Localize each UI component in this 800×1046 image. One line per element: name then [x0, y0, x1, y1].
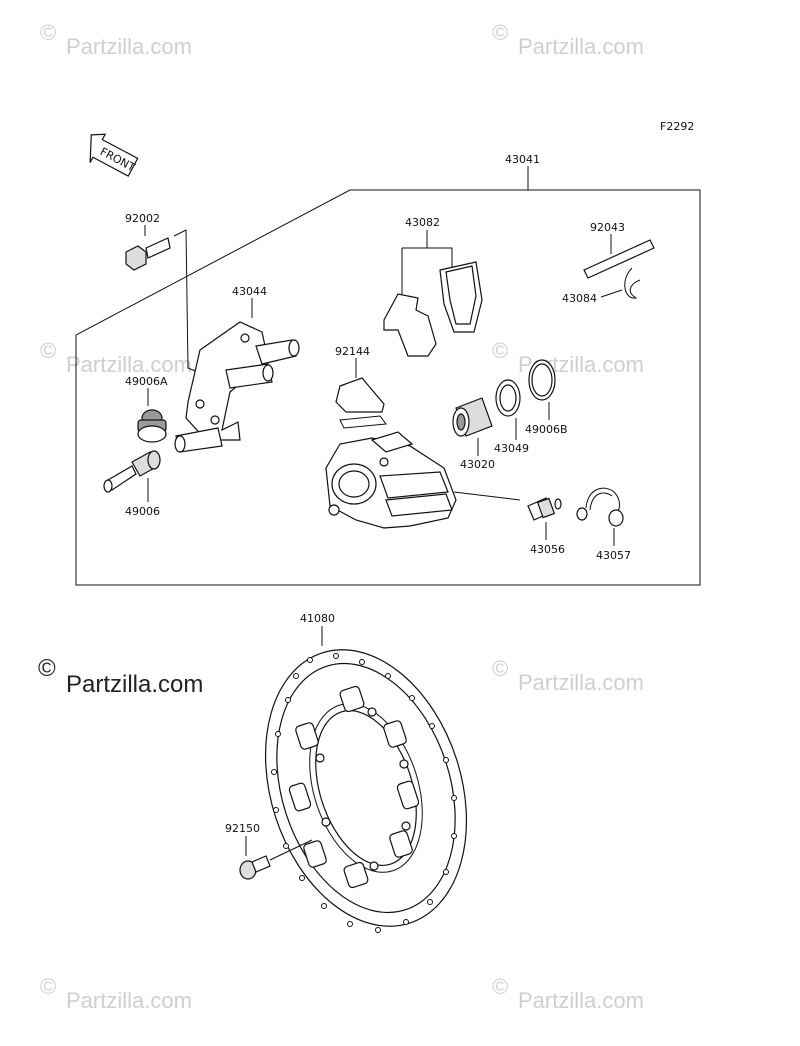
brake-disc-41080: [264, 649, 468, 933]
watermark-main: © Partzilla.com: [38, 655, 203, 698]
pad-spring-92144: [335, 377, 387, 429]
front-arrow-icon: FRONT: [89, 133, 139, 177]
pin-49006: [103, 450, 161, 493]
label-92144: 92144: [335, 345, 370, 358]
bolt-92002: [125, 237, 171, 271]
svg-text:Partzilla.com: Partzilla.com: [66, 34, 192, 59]
assembly-outline: [75, 189, 701, 586]
watermark-bottom-right: © Partzilla.com: [492, 974, 644, 1013]
figure-code: F2292: [660, 120, 694, 133]
boot-49006A: [137, 409, 167, 443]
label-92150: 92150: [225, 822, 260, 835]
label-43082: 43082: [405, 216, 440, 229]
bleed-valve-43056: [527, 497, 562, 521]
svg-text:Partzilla.com: Partzilla.com: [66, 671, 203, 698]
label-43056: 43056: [530, 543, 565, 556]
label-41080: 41080: [300, 612, 335, 625]
svg-text:Partzilla.com: Partzilla.com: [66, 988, 192, 1013]
bleed-cap-43057: [576, 487, 624, 527]
svg-text:Partzilla.com: Partzilla.com: [518, 670, 644, 695]
svg-text:©: ©: [40, 20, 56, 45]
label-49006: 49006: [125, 505, 160, 518]
watermark-lower-right: © Partzilla.com: [492, 656, 644, 695]
caliper-body: [325, 431, 457, 529]
brake-pads-43082: [383, 261, 483, 357]
watermark-mid-left: © Partzilla.com: [40, 338, 192, 377]
label-43041: 43041: [505, 153, 540, 166]
svg-text:©: ©: [40, 974, 56, 999]
label-92002: 92002: [125, 212, 160, 225]
watermark-top-left: © Partzilla.com: [40, 20, 192, 59]
svg-text:©: ©: [492, 338, 508, 363]
label-43084: 43084: [562, 292, 597, 305]
svg-text:©: ©: [492, 656, 508, 681]
piston-43020: [452, 397, 493, 437]
svg-text:Partzilla.com: Partzilla.com: [66, 352, 192, 377]
disc-bolt-92150: [239, 855, 271, 880]
dust-seal-49006B: [528, 359, 556, 401]
svg-text:©: ©: [40, 338, 56, 363]
watermark-bottom-left: © Partzilla.com: [40, 974, 192, 1013]
label-49006A: 49006A: [125, 375, 168, 388]
label-43049: 43049: [494, 442, 529, 455]
pin-clip-43084: [624, 267, 641, 299]
watermark-mid-right: © Partzilla.com: [492, 338, 644, 377]
label-43044: 43044: [232, 285, 267, 298]
caliper-bracket-43044: [174, 321, 300, 453]
pad-pin-92043: [583, 239, 655, 279]
piston-seal-43049: [495, 379, 521, 417]
svg-text:Partzilla.com: Partzilla.com: [518, 34, 644, 59]
label-92043: 92043: [590, 221, 625, 234]
label-43057: 43057: [596, 549, 631, 562]
svg-text:©: ©: [492, 20, 508, 45]
svg-text:Partzilla.com: Partzilla.com: [518, 988, 644, 1013]
watermark-top-right: © Partzilla.com: [492, 20, 644, 59]
svg-text:©: ©: [492, 974, 508, 999]
label-43020: 43020: [460, 458, 495, 471]
label-49006B: 49006B: [525, 423, 568, 436]
svg-text:©: ©: [38, 655, 56, 682]
